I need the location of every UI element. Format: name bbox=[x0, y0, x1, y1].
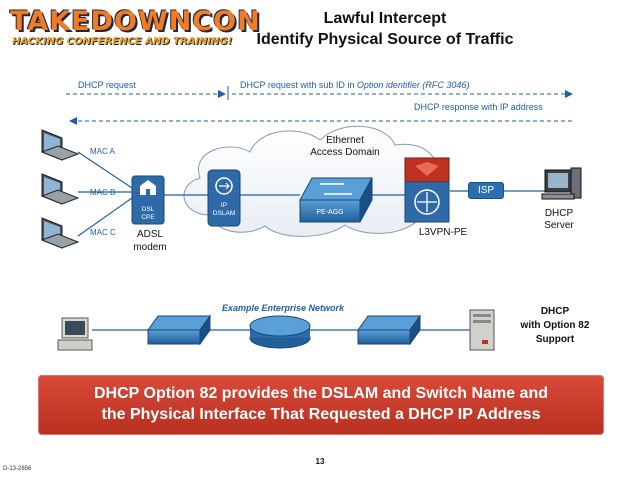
pe-agg-label: PE-AGG bbox=[316, 209, 344, 216]
laptop-mac-b-icon bbox=[40, 173, 80, 205]
ip-dslam-label: IP DSLAM bbox=[206, 202, 242, 218]
cloud-line-1: Ethernet bbox=[326, 135, 364, 146]
example-enterprise-label: Example Enterprise Network bbox=[222, 303, 345, 313]
dhcp-server-line-1: DHCP bbox=[544, 208, 574, 219]
dsl-cpe-icon bbox=[131, 175, 165, 225]
page-number: 13 bbox=[315, 457, 325, 466]
callout-line-1: DHCP Option 82 provides the DSLAM and Sw… bbox=[94, 385, 548, 402]
dhcp-server-label: DHCP Server bbox=[536, 208, 582, 232]
slide-title: Lawful Intercept Identify Physical Sourc… bbox=[218, 8, 552, 50]
link-laptop-a bbox=[77, 151, 133, 189]
link-laptop-c bbox=[77, 197, 133, 237]
dhcp82-line-3: Support bbox=[535, 334, 575, 345]
adsl-line-2: modem bbox=[133, 242, 167, 253]
cloud-line-2: Access Domain bbox=[310, 147, 380, 158]
dhcp-server-icon bbox=[541, 167, 582, 200]
takedowncon-logo: TAKEDOWNCON HACKING CONFERENCE AND TRAIN… bbox=[10, 6, 260, 50]
title-line-2: Identify Physical Source of Traffic bbox=[256, 31, 514, 48]
callout-text: DHCP Option 82 provides the DSLAM and Sw… bbox=[38, 383, 604, 425]
dhcp-request-sub-label: DHCP request with sub ID in Option ident… bbox=[240, 80, 469, 90]
dhcp82-line-2: with Option 82 bbox=[520, 320, 590, 331]
mac-c-label: MAC C bbox=[90, 228, 116, 237]
ip-dslam-icon bbox=[207, 169, 241, 227]
dhcp-response-label: DHCP response with IP address bbox=[414, 102, 543, 112]
dhcp82-line-1: DHCP bbox=[540, 306, 570, 317]
enterprise-switch-2-icon bbox=[357, 314, 421, 346]
ip-dslam-line-1: IP bbox=[220, 202, 228, 209]
dhcp-request-sub-prefix: DHCP request with sub ID in bbox=[240, 80, 357, 90]
logo-wordmark: TAKEDOWNCON bbox=[10, 6, 261, 37]
option82-callout: DHCP Option 82 provides the DSLAM and Sw… bbox=[38, 375, 604, 435]
dsl-cpe-label: DSL CPE bbox=[134, 206, 162, 222]
isp-badge: ISP bbox=[468, 182, 504, 199]
mac-a-label: MAC A bbox=[90, 147, 115, 156]
cloud-label: Ethernet Access Domain bbox=[300, 135, 390, 159]
adsl-modem-label: ADSL modem bbox=[122, 228, 178, 254]
title-line-1: Lawful Intercept bbox=[323, 10, 447, 27]
dhcp-request-sub-italic: Option identifier (RFC 3046) bbox=[356, 80, 470, 90]
l3vpn-pe-label: L3VPN-PE bbox=[418, 227, 468, 238]
document-id: D-13-2856 bbox=[3, 466, 32, 472]
adsl-line-1: ADSL bbox=[136, 229, 164, 240]
callout-line-2: the Physical Interface That Requested a … bbox=[101, 406, 541, 423]
dhcp-request-label: DHCP request bbox=[78, 80, 136, 90]
l3vpn-pe-router-icon bbox=[404, 157, 450, 223]
dsl-cpe-line-1: DSL bbox=[141, 206, 155, 213]
enterprise-router-icon bbox=[249, 315, 311, 349]
dhcp82-server-icon bbox=[469, 309, 495, 351]
mac-b-label: MAC B bbox=[90, 188, 116, 197]
logo-tagline: HACKING CONFERENCE AND TRAINING! bbox=[12, 36, 233, 47]
dhcp-option82-label: DHCP with Option 82 Support bbox=[505, 305, 605, 347]
enterprise-pc-icon bbox=[57, 317, 93, 351]
laptop-mac-c-icon bbox=[40, 217, 80, 249]
dsl-cpe-line-2: CPE bbox=[141, 214, 155, 221]
enterprise-switch-1-icon bbox=[147, 314, 211, 346]
pe-agg-switch-icon bbox=[299, 177, 373, 223]
laptop-mac-a-icon bbox=[40, 129, 80, 161]
ip-dslam-line-2: DSLAM bbox=[212, 210, 236, 217]
dhcp-server-line-2: Server bbox=[544, 220, 574, 231]
